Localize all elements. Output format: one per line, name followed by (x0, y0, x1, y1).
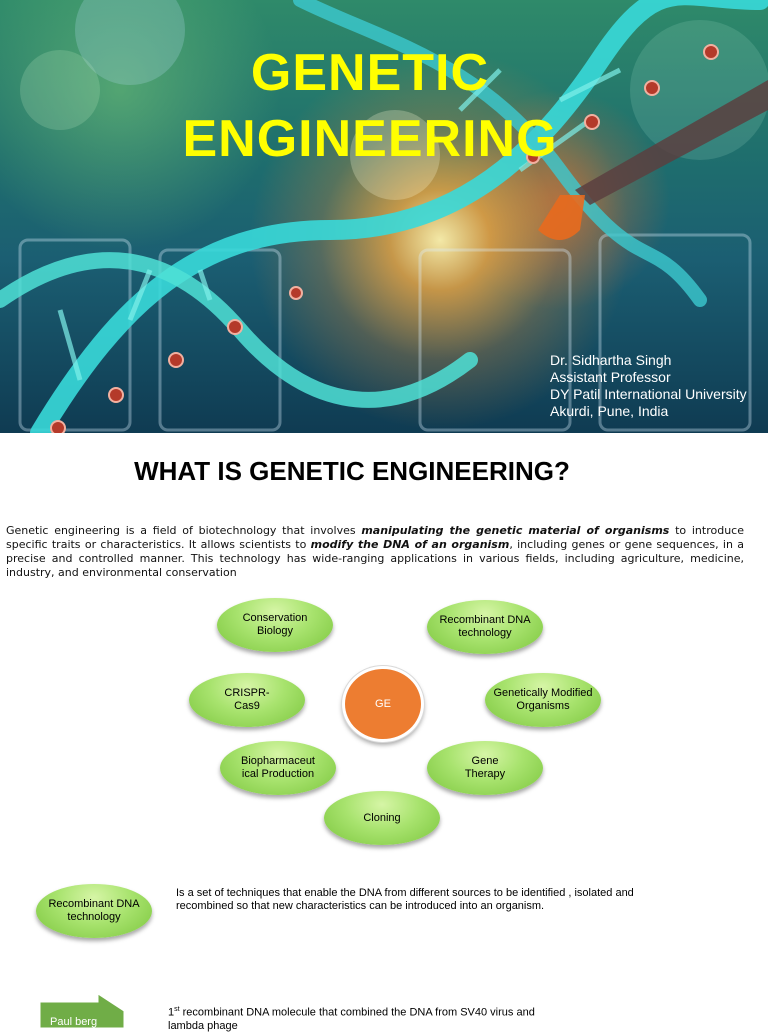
intro-text-1: Genetic engineering is a field of biotec… (6, 524, 362, 537)
paul-berg-text: recombinant DNA molecule that combined t… (168, 1006, 535, 1032)
node-label: Recombinant DNA technology (439, 614, 531, 639)
section-title: WHAT IS GENETIC ENGINEERING? (134, 456, 570, 486)
paul-berg-label: Paul berg (50, 1016, 98, 1028)
author-name: Dr. Sidhartha Singh (550, 352, 672, 368)
node-label: Gene Therapy (464, 755, 506, 780)
dna-helix-illustration (0, 0, 768, 433)
node-label: Genetically Modified Organisms (493, 687, 593, 712)
node-crispr-cas9: CRISPR-Cas9 (189, 673, 305, 727)
ordinal-number: 1 (168, 1006, 175, 1019)
node-label: Biopharmaceutical Production (241, 755, 315, 780)
author-position: Assistant Professor (550, 369, 671, 385)
node-label: Conservation Biology (242, 612, 308, 637)
intro-emphasis-1: manipulating the genetic material of org… (361, 524, 670, 537)
paul-berg-description: 1st recombinant DNA molecule that combin… (168, 1003, 568, 1033)
node-cloning: Cloning (324, 791, 440, 845)
intro-text-3: , including genes or gene sequences, in … (6, 538, 744, 579)
title-line-1: GENETIC (250, 44, 490, 102)
intro-emphasis-2: modify the DNA of an organism (310, 538, 510, 551)
intro-paragraph: Genetic engineering is a field of biotec… (6, 524, 744, 580)
author-institution: DY Patil International University (550, 386, 747, 402)
intro-text-2: to introduce specific traits or characte… (6, 524, 744, 551)
node-ge-center: GE (342, 666, 424, 742)
slide-title: GENETIC ENGINEERING (120, 40, 620, 172)
author-block: Dr. Sidhartha Singh Assistant Professor … (550, 352, 747, 420)
node-biopharmaceutical-production: Biopharmaceutical Production (220, 741, 336, 795)
title-slide: GENETIC ENGINEERING Dr. Sidhartha Singh … (0, 0, 768, 433)
definition-term: Recombinant DNA technology (48, 898, 140, 923)
paul-berg-arrow-shape (40, 994, 125, 1028)
node-label: Cloning (363, 811, 401, 824)
definition-term-oval: Recombinant DNA technology (36, 884, 152, 938)
author-location: Akurdi, Pune, India (550, 403, 669, 419)
title-line-2: ENGINEERING (182, 110, 558, 168)
ordinal-suffix: st (174, 1006, 180, 1013)
node-recombinant-dna: Recombinant DNA technology (427, 600, 543, 654)
node-label: CRISPR-Cas9 (224, 687, 270, 712)
node-conservation-biology: Conservation Biology (217, 598, 333, 652)
node-gene-therapy: Gene Therapy (427, 741, 543, 795)
node-gmo: Genetically Modified Organisms (485, 673, 601, 727)
definition-text: Is a set of techniques that enable the D… (176, 887, 634, 912)
